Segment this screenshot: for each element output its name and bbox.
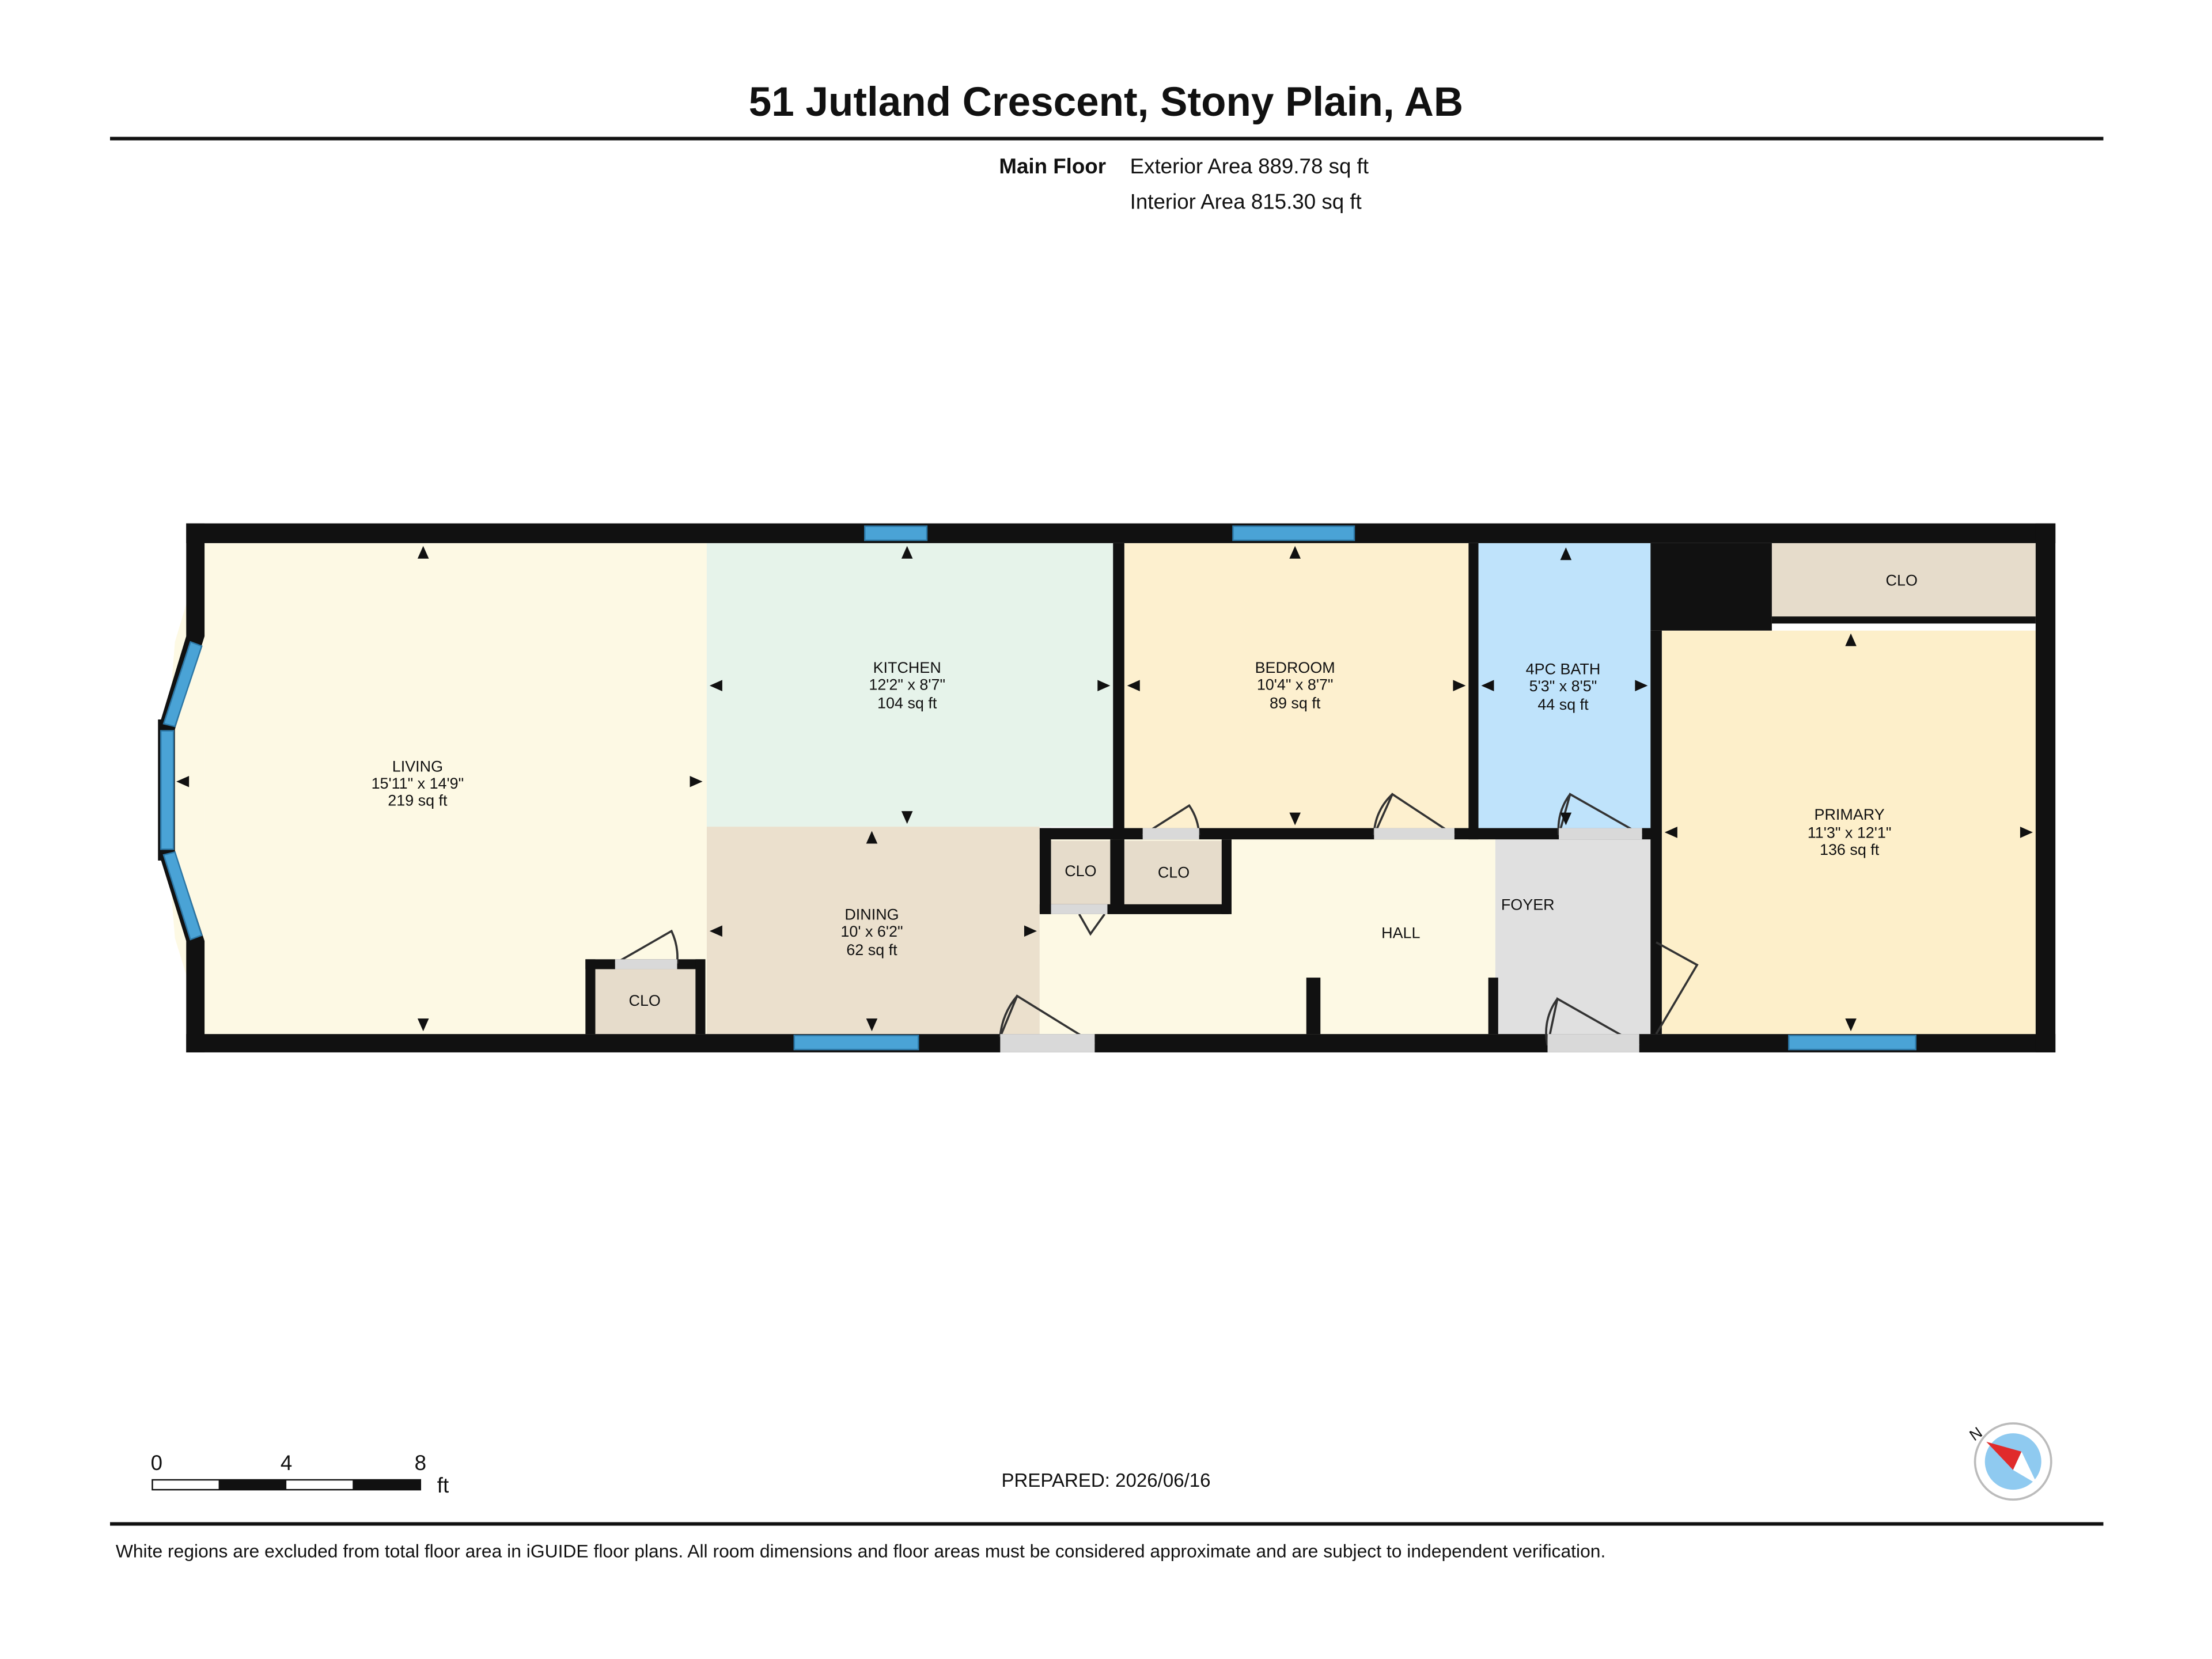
bedroom-name: BEDROOM [1255, 659, 1335, 676]
door-primary [1655, 941, 1699, 1035]
closet-hall-b-label: CLO [1158, 863, 1190, 881]
closet-primary [1771, 543, 2036, 621]
window-dining [793, 1035, 919, 1051]
room-kitchen [706, 543, 1115, 827]
living-name: LIVING [392, 758, 443, 775]
kitchen-area: 104 sq ft [877, 694, 937, 711]
window-bedroom [1232, 525, 1355, 541]
window-bay-top [162, 641, 203, 728]
page-title: 51 Jutland Crescent, Stony Plain, AB [749, 79, 1463, 125]
room-bath [1478, 543, 1651, 830]
bath-name: 4PC BATH [1526, 661, 1601, 678]
room-foyer [1495, 838, 1654, 1035]
windows [160, 525, 1916, 1051]
living-area: 219 sq ft [388, 791, 448, 809]
dimension-arrows [176, 546, 2033, 1032]
closet-hall-b [1124, 840, 1226, 906]
scale-bar: 0 4 8 ft [151, 1451, 449, 1497]
window-kitchen [864, 525, 928, 541]
door-foyer [1545, 997, 1640, 1047]
room-living [204, 543, 707, 1035]
door-living-closet [614, 929, 679, 965]
bath-area: 44 sq ft [1537, 696, 1589, 713]
primary-dims: 11'3" x 12'1" [1808, 824, 1892, 842]
scale-tick-8: 8 [415, 1451, 426, 1475]
floor-label: Main Floor [999, 154, 1106, 178]
window-bay-bottom [162, 851, 203, 941]
closet-living-label: CLO [629, 992, 661, 1009]
closet-living [595, 969, 696, 1035]
scale-tick-4: 4 [281, 1451, 292, 1475]
scale-unit: ft [437, 1474, 449, 1497]
scale-tick-0: 0 [151, 1451, 162, 1475]
kitchen-dims: 12'2" x 8'7" [869, 676, 945, 694]
window-bay-middle [160, 730, 175, 850]
door-hall-closet [1078, 913, 1106, 936]
header-rule [110, 137, 2104, 141]
room-bedroom [1124, 543, 1469, 830]
bath-dims: 5'3" x 8'5" [1529, 677, 1597, 695]
room-labels: LIVING 15'11" x 14'9" 219 sq ft KITCHEN … [372, 571, 1918, 1009]
kitchen-name: KITCHEN [873, 659, 941, 676]
exterior-area: Exterior Area 889.78 sq ft [1130, 154, 1369, 178]
interior-area: Interior Area 815.30 sq ft [1130, 190, 1362, 213]
dining-area: 62 sq ft [846, 941, 897, 959]
door-thresholds [615, 828, 1642, 1052]
primary-area: 136 sq ft [1820, 841, 1880, 858]
dining-dims: 10' x 6'2" [840, 923, 903, 940]
foyer-name: FOYER [1501, 896, 1555, 914]
primary-name: PRIMARY [1815, 806, 1885, 823]
living-dims: 15'11" x 14'9" [372, 775, 464, 792]
door-bath [1557, 793, 1643, 836]
hall-name: HALL [1381, 925, 1420, 942]
bedroom-dims: 10'4" x 8'7" [1257, 676, 1334, 694]
compass-icon: N [1967, 1422, 2052, 1501]
window-primary [1788, 1035, 1916, 1051]
prepared-date: PREPARED: 2026/06/16 [1001, 1470, 1210, 1491]
closet-primary-label: CLO [1886, 571, 1918, 589]
door-main-entry [999, 994, 1096, 1045]
disclaimer: White regions are excluded from total fl… [116, 1541, 1606, 1562]
room-primary [1661, 630, 2036, 1035]
dining-name: DINING [844, 906, 899, 923]
bedroom-area: 89 sq ft [1270, 694, 1321, 711]
closet-hall-a [1051, 840, 1111, 906]
room-dining [706, 827, 1040, 1035]
footer-rule [110, 1522, 2104, 1526]
closet-hall-a-label: CLO [1065, 862, 1096, 880]
